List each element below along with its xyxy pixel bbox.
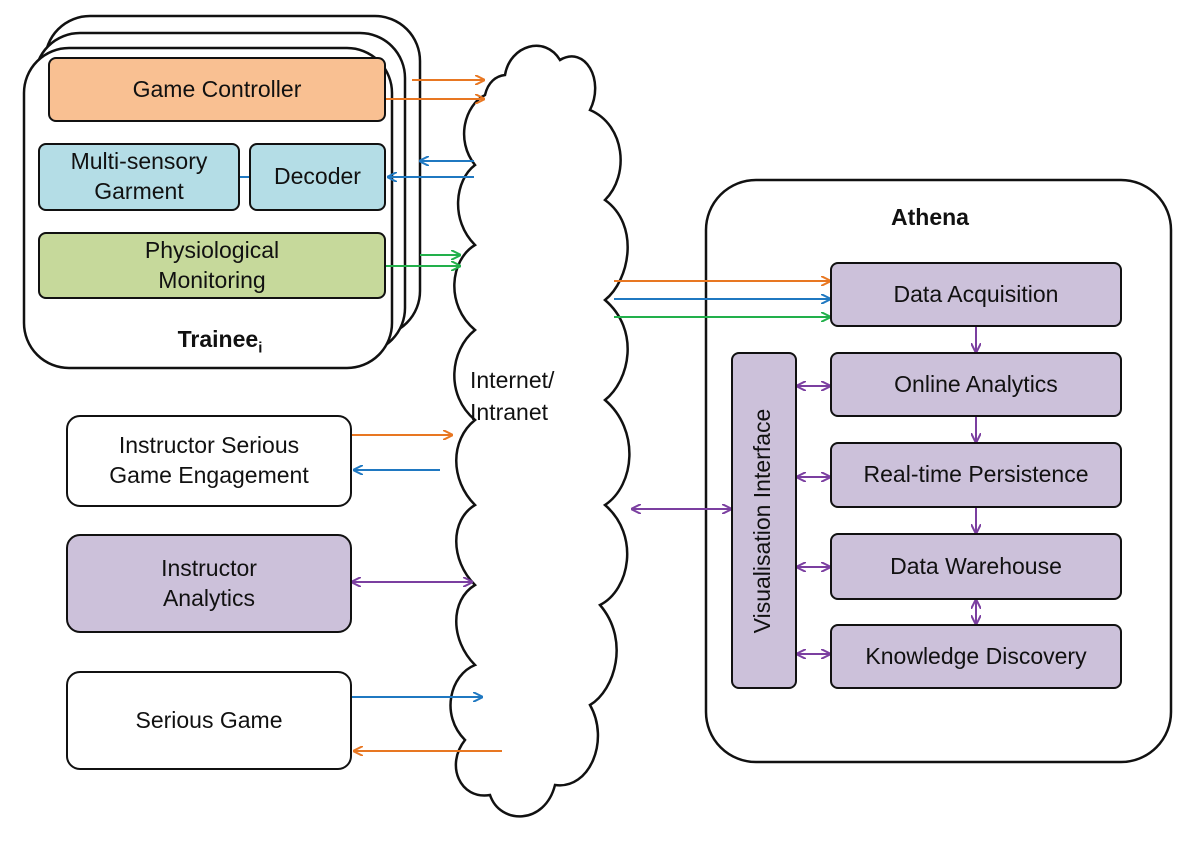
physiological-monitoring-box: Physiological Monitoring <box>38 232 386 299</box>
instructor-analytics-line2: Analytics <box>162 584 256 611</box>
decoder-label: Decoder <box>274 163 361 190</box>
athena-title: Athena <box>830 204 1030 231</box>
game-controller-label: Game Controller <box>132 75 302 102</box>
data-acquisition-box: Data Acquisition <box>830 262 1122 327</box>
garment-label-line2: Garment <box>94 178 184 204</box>
multi-sensory-garment-box: Multi-sensory Garment <box>38 143 240 211</box>
network-label-line2: Intranet <box>470 399 548 426</box>
instructor-analytics-line1: Instructor <box>161 554 257 581</box>
network-label-line1: Internet/ <box>470 367 555 393</box>
game-controller-box: Game Controller <box>48 57 386 122</box>
trainee-label-text: Trainee <box>177 326 259 352</box>
visualisation-interface-box <box>731 352 797 689</box>
data-warehouse-label: Data Warehouse <box>890 552 1062 579</box>
data-warehouse-box: Data Warehouse <box>830 533 1122 600</box>
internet-intranet-label: Internet/ Intranet <box>470 364 595 428</box>
engagement-label-line1: Instructor Serious <box>118 432 300 459</box>
visualisation-interface-text: Visualisation Interface <box>749 408 775 634</box>
instructor-engagement-box: Instructor Serious Game Engagement <box>66 415 352 507</box>
data-acquisition-label: Data Acquisition <box>893 280 1059 307</box>
knowledge-discovery-box: Knowledge Discovery <box>830 624 1122 689</box>
online-analytics-box: Online Analytics <box>830 352 1122 417</box>
athena-title-text: Athena <box>891 204 969 230</box>
garment-label-line1: Multi-sensory <box>70 148 208 175</box>
cloud-shape <box>449 44 631 818</box>
physio-label-line2: Monitoring <box>158 266 266 293</box>
engagement-label-line2: Game Engagement <box>109 462 309 488</box>
decoder-box: Decoder <box>249 143 386 211</box>
online-analytics-label: Online Analytics <box>894 370 1058 397</box>
physio-label-line1: Physiological <box>144 236 280 263</box>
instructor-analytics-box: Instructor Analytics <box>66 534 352 633</box>
knowledge-discovery-label: Knowledge Discovery <box>865 642 1087 669</box>
realtime-persistence-label: Real-time Persistence <box>863 461 1089 488</box>
serious-game-box: Serious Game <box>66 671 352 770</box>
trainee-label: Traineei <box>130 326 310 357</box>
trainee-subscript: i <box>258 339 263 357</box>
serious-game-label: Serious Game <box>135 706 283 733</box>
visualisation-interface-label: Visualisation Interface <box>749 371 779 671</box>
realtime-persistence-box: Real-time Persistence <box>830 442 1122 508</box>
